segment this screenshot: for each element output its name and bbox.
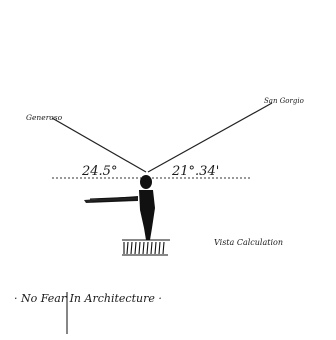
plinth-base (122, 240, 170, 255)
footnote-text: · No Fear In Architecture · (14, 292, 162, 305)
vista-label: Vista Calculation (214, 238, 283, 247)
right-point-label: San Gorgio (264, 97, 304, 105)
right-angle-label: 21°.34' (171, 164, 219, 179)
right-sight-line (148, 103, 272, 172)
left-point-label: Generoso (26, 113, 63, 122)
figure-silhouette (84, 175, 155, 240)
left-angle-label: 24.5° (81, 164, 117, 179)
